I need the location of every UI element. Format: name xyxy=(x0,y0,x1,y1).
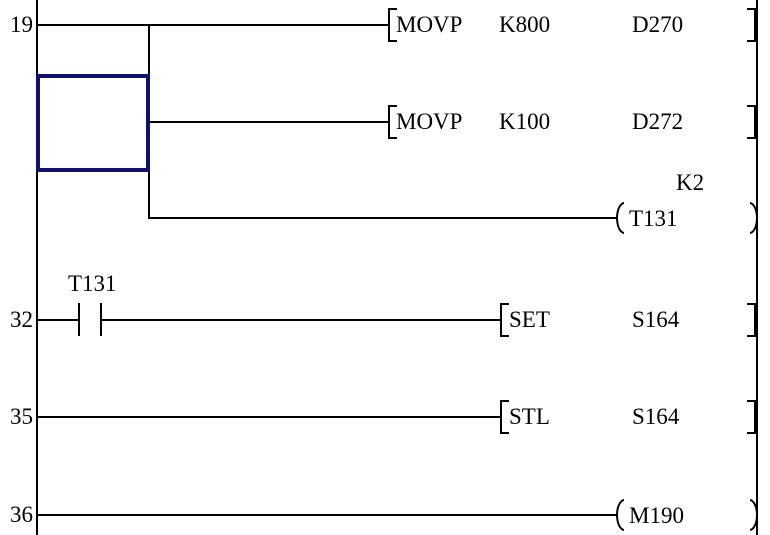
movp2-source-operand[interactable]: K100 xyxy=(499,109,551,134)
rung19-branch3-wire xyxy=(148,217,616,219)
stl-bracket-right xyxy=(747,400,756,434)
rung-number-32: 32 xyxy=(10,307,33,332)
stl-bracket-left xyxy=(500,400,509,434)
movp2-bracket-right xyxy=(747,105,756,139)
rung-number-19: 19 xyxy=(10,12,33,37)
coil-m190-device[interactable]: M190 xyxy=(629,503,684,528)
stl-mnemonic[interactable]: STL xyxy=(509,404,550,429)
movp1-destination-operand[interactable]: D270 xyxy=(632,12,684,37)
timer-preset-value[interactable]: K2 xyxy=(676,170,705,195)
contact-t131-bar-right[interactable] xyxy=(100,303,102,336)
contact-t131-bar-left[interactable] xyxy=(78,303,80,336)
rung35-wire xyxy=(36,416,500,418)
movp2-bracket-left xyxy=(388,105,397,139)
rung19-branch2-wire xyxy=(148,121,388,123)
selection-cursor[interactable] xyxy=(36,74,150,172)
rung32-wire-right xyxy=(102,319,500,321)
timer-coil-device[interactable]: T131 xyxy=(629,206,678,231)
coil-m190-paren-left xyxy=(616,499,624,531)
stl-operand[interactable]: S164 xyxy=(632,404,680,429)
set-bracket-left xyxy=(500,303,509,337)
set-operand[interactable]: S164 xyxy=(632,307,680,332)
rung-number-36: 36 xyxy=(10,502,33,527)
contact-t131-label: T131 xyxy=(68,271,117,296)
movp1-bracket-left xyxy=(388,8,397,42)
movp2-destination-operand[interactable]: D272 xyxy=(632,109,684,134)
right-power-rail xyxy=(756,0,758,535)
rung19-main-wire xyxy=(36,24,388,26)
timer-coil-paren-left xyxy=(616,202,624,234)
movp1-bracket-right xyxy=(747,8,756,42)
movp1-source-operand[interactable]: K800 xyxy=(499,12,551,37)
set-mnemonic[interactable]: SET xyxy=(509,307,550,332)
set-bracket-right xyxy=(747,303,756,337)
rung32-wire-left xyxy=(36,319,78,321)
rung-number-35: 35 xyxy=(10,404,33,429)
rung36-wire xyxy=(36,514,616,516)
movp2-mnemonic[interactable]: MOVP xyxy=(396,109,463,134)
left-power-rail xyxy=(36,0,38,535)
movp1-mnemonic[interactable]: MOVP xyxy=(396,12,463,37)
